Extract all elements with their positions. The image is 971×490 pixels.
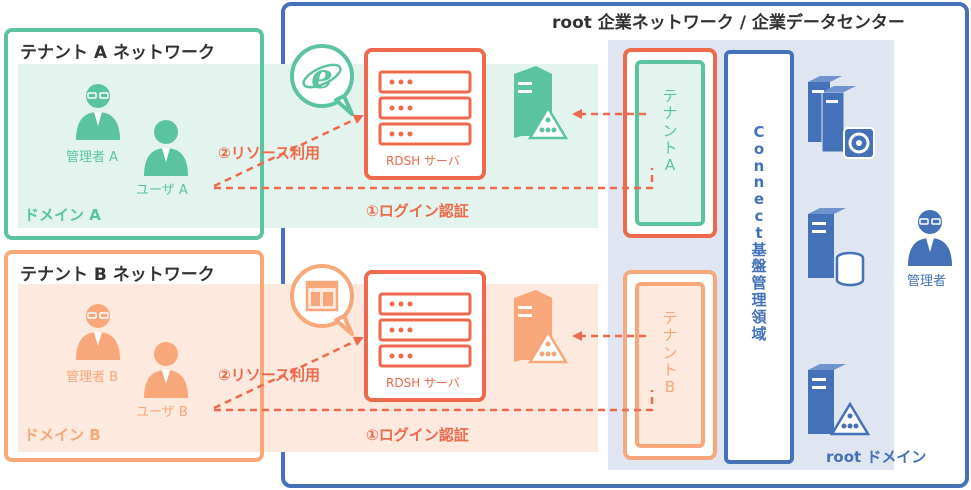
resource-usage-a-label: ②リソース利用 [218, 144, 320, 162]
connect-tenant-b-inner [635, 282, 705, 448]
domain-a-ad-server-icon [514, 66, 569, 140]
root-admin-icon [908, 210, 952, 266]
user-b-label: ユーザ B [136, 405, 188, 420]
login-auth-b-label: ①ログイン認証 [366, 426, 469, 444]
login-auth-path-a [214, 168, 654, 190]
domain-b-label: ドメイン B [24, 426, 101, 444]
rdsh-server-a [364, 48, 486, 180]
admin-b-icon [76, 304, 120, 360]
root-network-title: root 企業ネットワーク / 企業データセンター [552, 13, 905, 33]
admin-a-icon [76, 84, 120, 140]
rdsh-server-b-label: RDSH サーバ [386, 376, 460, 390]
login-auth-a-label: ①ログイン認証 [366, 202, 469, 220]
connect-tenant-a-inner [635, 60, 705, 226]
tenant-a-network-title: テナント A ネットワーク [20, 43, 215, 63]
root-admin-label: 管理者 [907, 274, 947, 289]
rdsh-server-a-label: RDSH サーバ [386, 154, 460, 168]
ie-icon: e [290, 44, 354, 116]
connect-management-area [724, 50, 794, 464]
root-domain-label: root ドメイン [826, 448, 927, 466]
root-database-server-icon [808, 208, 865, 287]
tenant-a-network-frame [4, 28, 264, 240]
svg-text:e: e [311, 57, 333, 97]
root-server-cluster-icon [808, 76, 875, 159]
domain-a-label: ドメイン A [24, 206, 101, 224]
user-b-icon [144, 342, 188, 398]
login-auth-path-b [214, 390, 654, 412]
admin-b-label: 管理者 B [66, 370, 119, 385]
tenant-b-network-title: テナント B ネットワーク [20, 265, 215, 285]
domain-b-ad-server-icon [514, 290, 569, 364]
resource-arrow-a [213, 114, 364, 188]
resource-usage-b-label: ②リソース利用 [218, 366, 320, 384]
admin-a-label: 管理者 A [66, 150, 119, 165]
root-ad-server-icon [808, 364, 871, 436]
user-a-icon [144, 120, 188, 176]
tenant-b-network-frame [4, 250, 264, 462]
user-a-label: ユーザ A [136, 183, 188, 198]
app-window-icon [290, 264, 354, 336]
rdsh-server-b [364, 270, 486, 402]
resource-arrow-b [213, 336, 364, 410]
